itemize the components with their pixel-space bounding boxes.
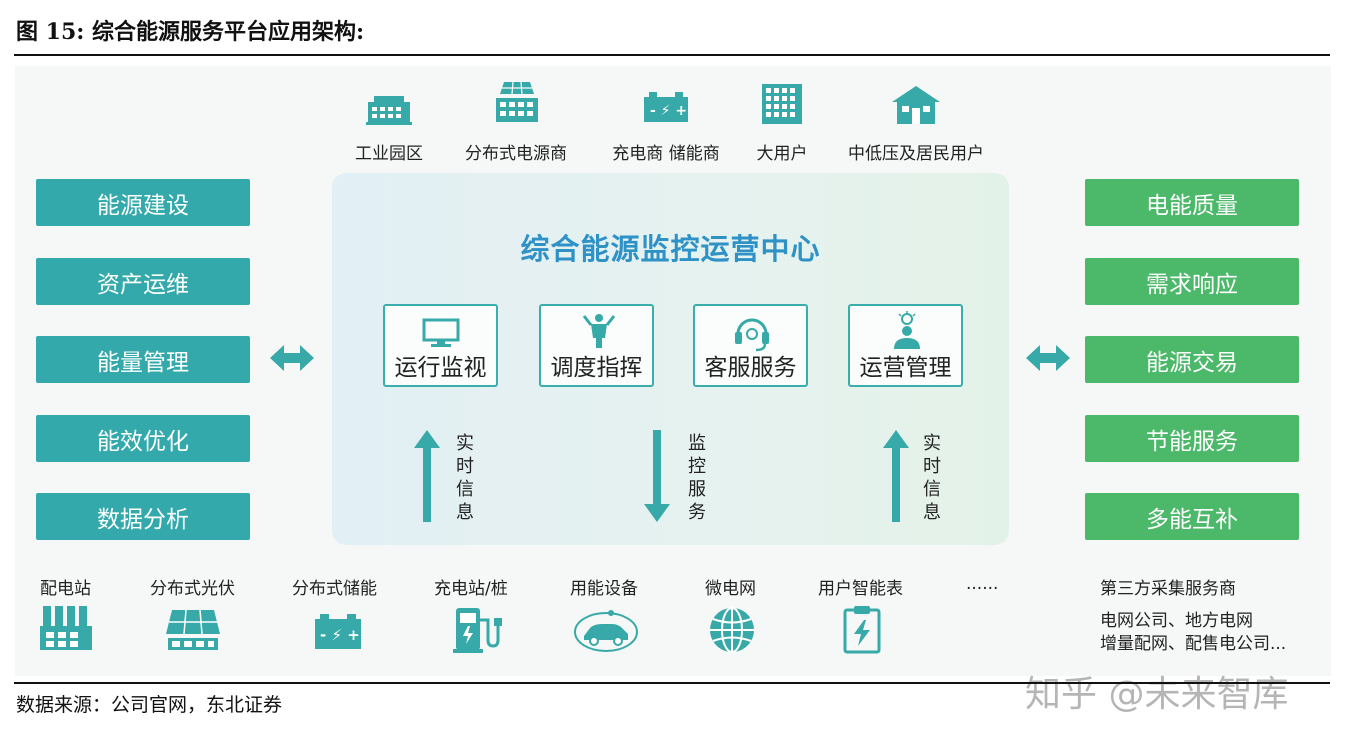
up-arrow-icon	[881, 428, 911, 528]
module-operation-monitoring: 运行监视	[383, 304, 498, 387]
battery-icon: - ⚡ +	[312, 612, 364, 656]
top-user-label: 大用户	[756, 144, 808, 164]
commander-icon	[582, 314, 616, 348]
right-function-button: 多能互补	[1085, 493, 1299, 540]
office-building-icon	[742, 82, 822, 130]
center-title: 综合能源监控运营中心	[520, 232, 821, 266]
manager-idea-icon	[894, 311, 920, 349]
asset-label: 微电网	[705, 579, 756, 599]
third-party-line: 电网公司、地方电网	[1100, 611, 1253, 631]
flow-label: 监控服务	[688, 433, 706, 523]
solar-panel-icon	[164, 608, 222, 656]
figure-title: 图 15: 综合能源服务平台应用架构:	[16, 19, 365, 45]
left-function-button: 能效优化	[36, 415, 250, 462]
left-function-button: 资产运维	[36, 258, 250, 305]
module-label: 客服服务	[704, 355, 797, 381]
battery-icon: - ⚡ +	[626, 90, 706, 128]
top-user-label: 分布式电源商	[465, 144, 567, 164]
asset-label: 配电站	[40, 579, 91, 599]
asset-label: 用户智能表	[818, 579, 903, 599]
right-function-button: 能源交易	[1085, 336, 1299, 383]
asset-label: 充电站/桩	[434, 579, 508, 599]
asset-label: 分布式储能	[292, 579, 377, 599]
solar-panel-building-icon	[477, 80, 557, 130]
flow-label: 实时信息	[456, 433, 474, 523]
asset-label: 分布式光伏	[150, 579, 235, 599]
top-user-label: 中低压及居民用户	[848, 144, 984, 164]
bottom-rule	[14, 682, 1330, 684]
module-operation-management: 运营管理	[848, 304, 963, 387]
monitor-icon	[422, 318, 460, 347]
top-user-label: 工业园区	[355, 144, 423, 164]
svg-text:- ⚡ +: - ⚡ +	[650, 103, 687, 119]
smart-meter-icon	[840, 604, 884, 658]
right-function-button: 需求响应	[1085, 258, 1299, 305]
factory-building-icon	[349, 84, 429, 130]
third-party-line: 增量配网、配售电公司...	[1100, 634, 1287, 654]
up-arrow-icon	[412, 428, 442, 528]
right-double-arrow-icon	[1024, 342, 1072, 378]
top-rule	[14, 54, 1330, 56]
asset-label: 用能设备	[570, 579, 638, 599]
source-note: 数据来源：公司官网，东北证券	[16, 694, 283, 716]
module-label: 运行监视	[394, 355, 487, 381]
left-function-button: 能源建设	[36, 179, 250, 226]
right-function-button: 电能质量	[1085, 179, 1299, 226]
house-icon	[876, 84, 956, 130]
third-party-title: 第三方采集服务商	[1100, 579, 1236, 599]
flow-label: 实时信息	[923, 433, 941, 523]
module-label: 运营管理	[859, 355, 952, 381]
headset-icon	[735, 318, 769, 352]
svg-text:- ⚡ +: - ⚡ +	[320, 626, 360, 644]
down-arrow-icon	[642, 428, 672, 528]
module-customer-service: 客服服务	[693, 304, 808, 387]
module-label: 调度指挥	[550, 355, 643, 381]
watermark-text: 知乎 @未来智库	[1025, 674, 1289, 715]
asset-label: ......	[966, 574, 999, 594]
right-function-button: 节能服务	[1085, 415, 1299, 462]
top-user-label: 充电商 储能商	[612, 144, 720, 164]
electric-car-icon	[572, 606, 640, 658]
module-dispatch-command: 调度指挥	[539, 304, 654, 387]
globe-grid-icon	[706, 604, 758, 660]
charging-pile-icon	[450, 606, 502, 658]
substation-icon	[38, 602, 94, 656]
left-function-button: 能量管理	[36, 336, 250, 383]
left-function-button: 数据分析	[36, 493, 250, 540]
left-double-arrow-icon	[268, 342, 316, 378]
